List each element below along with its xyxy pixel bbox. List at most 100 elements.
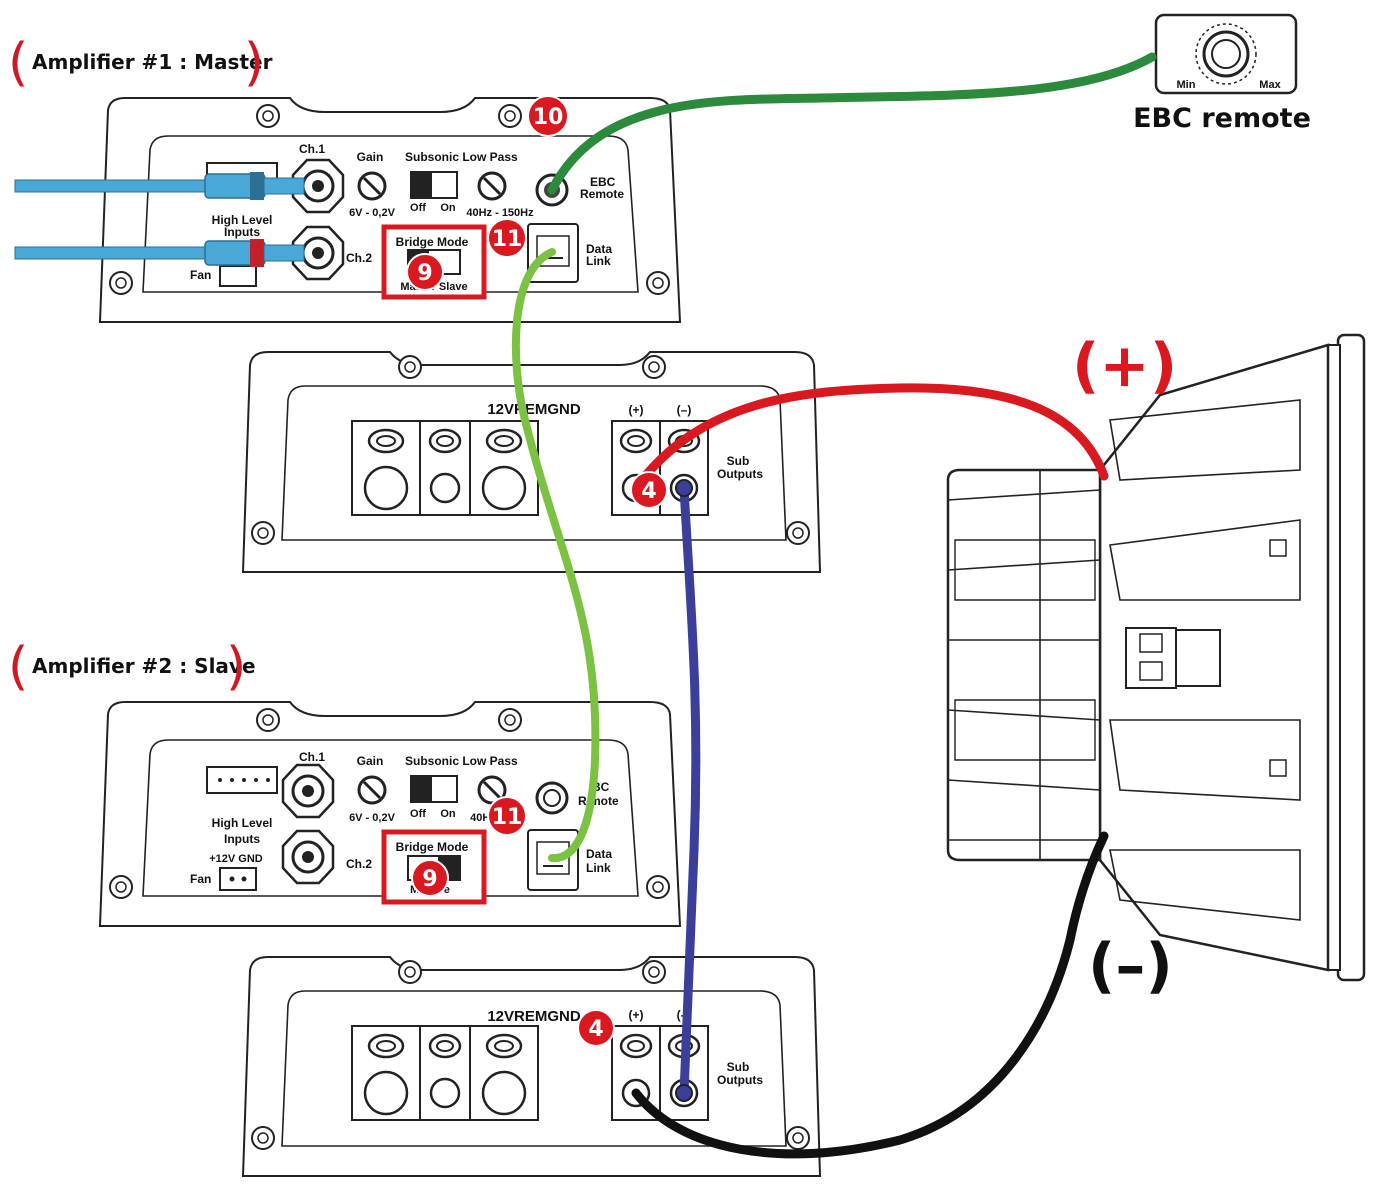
- amp2-title-paren-right: ): [226, 637, 246, 697]
- speaker-minus-label: (–): [1088, 931, 1173, 1001]
- svg-text:11: 11: [492, 805, 523, 830]
- amp2-power-screw: [642, 960, 666, 984]
- subwoofer: [946, 333, 1366, 982]
- amp2-rem-terminal[interactable]: [428, 1033, 462, 1109]
- amp1-low-pass-range: 40Hz - 150Hz: [466, 207, 534, 219]
- svg-text:10: 10: [533, 105, 564, 130]
- amp1-sub-plus-label: (+): [629, 403, 644, 417]
- amp2-ch2-rca-jack[interactable]: [281, 829, 335, 885]
- subwoofer-terminal-block[interactable]: [1125, 627, 1221, 689]
- amp1-control-panel: High Level Inputs Fan Ch.1 Ch.2 Gain 6V …: [14, 97, 682, 323]
- amp1-low-pass-knob[interactable]: [477, 171, 507, 201]
- amp2-power-screw: [786, 1126, 810, 1150]
- amp2-bridge-mode-label: Bridge Mode: [396, 840, 469, 854]
- amp1-gain-range: 6V - 0,2V: [349, 207, 396, 219]
- amp1-rca-cable-ch1: [14, 172, 305, 200]
- amp2-link-label: Link: [586, 861, 611, 875]
- ebc-remote-wire: [547, 52, 1157, 195]
- subwoofer-magnet-stack: [946, 468, 1102, 862]
- amp2-power-small-label: +12V GND: [209, 853, 263, 865]
- amp2-12v-terminal[interactable]: [363, 1033, 409, 1116]
- amp1-subsonic-on-label: On: [440, 202, 456, 214]
- badge-bridge-mode-amp2: 9: [411, 859, 449, 897]
- amp2-power-screw: [251, 1126, 275, 1150]
- amp2-fan-label: Fan: [190, 872, 211, 886]
- amp2-gnd-terminal[interactable]: [481, 1033, 527, 1116]
- amp1-12v-terminal[interactable]: [363, 428, 409, 511]
- amp1-inputs-label: Inputs: [224, 225, 260, 239]
- amp2-outputs-label: Outputs: [717, 1073, 763, 1087]
- amp2-title-text: Amplifier #2 : Slave: [32, 654, 256, 678]
- amp1-ch2-label: Ch.2: [346, 251, 372, 265]
- amp2-gain-knob[interactable]: [357, 775, 387, 805]
- amp1-ch1-label: Ch.1: [299, 142, 325, 156]
- amp1-power-panel: 12VREMGND (+) (–) Sub Outputs: [241, 351, 822, 573]
- amp1-screw: [109, 271, 133, 295]
- ebc-remote-knob[interactable]: [1202, 30, 1250, 78]
- amp2-inputs-label: Inputs: [224, 832, 260, 846]
- amp1-sub-label: Sub: [727, 454, 750, 468]
- amp1-ch2-rca-jack[interactable]: [291, 225, 345, 281]
- amp1-fan-connector[interactable]: [219, 265, 257, 287]
- amp2-fan-connector[interactable]: [219, 867, 257, 891]
- amp1-title-paren-left: (: [8, 33, 28, 93]
- badge-data-link-amp2: 11: [487, 796, 527, 836]
- amp2-title-paren-left: (: [8, 637, 28, 697]
- amp2-gain-label: Gain: [357, 754, 384, 768]
- amp2-power-panel: 12VREMGND (+) (–) Sub Outputs: [241, 956, 822, 1177]
- amp1-title-text: Amplifier #1 : Master: [32, 50, 273, 74]
- svg-text:11: 11: [492, 227, 523, 252]
- amp2-subsonic-on-label: On: [440, 808, 456, 820]
- amp1-bridge-mode-label: Bridge Mode: [396, 235, 469, 249]
- amp2-high-level-connector[interactable]: [206, 766, 278, 794]
- amp1-gain-knob[interactable]: [357, 171, 387, 201]
- amp2-ch2-label: Ch.2: [346, 857, 372, 871]
- amp1-ch1-rca-jack[interactable]: [291, 158, 345, 214]
- subwoofer-mounting-ring: [1336, 333, 1366, 982]
- amp1-power-terminals-label: 12VREMGND: [487, 401, 581, 418]
- amp2-ch1-rca-jack[interactable]: [281, 763, 335, 819]
- amp2-sub-plus-label: (+): [629, 1008, 644, 1022]
- bridge-negative-wire: [679, 483, 701, 1098]
- amp1-subsonic-off-label: Off: [410, 202, 426, 214]
- amp1-power-screw: [251, 521, 275, 545]
- amp2-subsonic-switch[interactable]: [410, 775, 458, 803]
- ebc-remote-max-label: Max: [1259, 79, 1281, 91]
- amp1-gnd-terminal[interactable]: [481, 428, 527, 511]
- ebc-remote[interactable]: Min Max: [1154, 13, 1298, 95]
- amp2-low-pass-label: Low Pass: [462, 754, 518, 768]
- amp2-screw: [109, 875, 133, 899]
- amp2-ebc-remote-jack[interactable]: [535, 781, 569, 815]
- amp2-power-screw: [398, 960, 422, 984]
- amp2-title: ( Amplifier #2 : Slave ): [8, 637, 256, 697]
- svg-text:9: 9: [417, 261, 432, 286]
- amp2-power-terminals-label: 12VREMGND: [487, 1008, 581, 1025]
- amp1-outputs-label: Outputs: [717, 467, 763, 481]
- amp1-rem-terminal[interactable]: [428, 428, 462, 504]
- amp1-data-label: Data: [586, 242, 612, 256]
- badge-sub-output-amp1: 4: [630, 471, 668, 509]
- amp1-power-screw: [398, 355, 422, 379]
- badge-data-link-amp1: 11: [487, 218, 527, 258]
- amp1-gain-label: Gain: [357, 150, 384, 164]
- amp2-screw: [256, 708, 280, 732]
- amp2-ebc-remote-label: R mote: [578, 794, 619, 808]
- amp1-subsonic-switch[interactable]: [410, 171, 458, 199]
- svg-text:4: 4: [588, 1017, 603, 1042]
- amp1-screw: [646, 271, 670, 295]
- amp2-screw: [498, 708, 522, 732]
- badge-sub-output-amp2: 4: [577, 1009, 615, 1047]
- amp1-fan-label: Fan: [190, 268, 211, 282]
- amp2-subsonic-off-label: Off: [410, 808, 426, 820]
- data-link-wire: [511, 248, 600, 863]
- amp1-subsonic-label: Subsonic: [405, 150, 459, 164]
- amp2-sub-label: Sub: [727, 1060, 750, 1074]
- amp1-ebc-label: EBC: [590, 175, 616, 189]
- ebc-remote-min-label: Min: [1177, 79, 1196, 91]
- amp2-high-level-label: High Level: [212, 816, 273, 830]
- amp1-sub-minus-label: (–): [677, 403, 692, 417]
- amp1-power-screw: [642, 355, 666, 379]
- amp1-title: ( Amplifier #1 : Master ): [8, 33, 273, 93]
- amp1-screw: [498, 104, 522, 128]
